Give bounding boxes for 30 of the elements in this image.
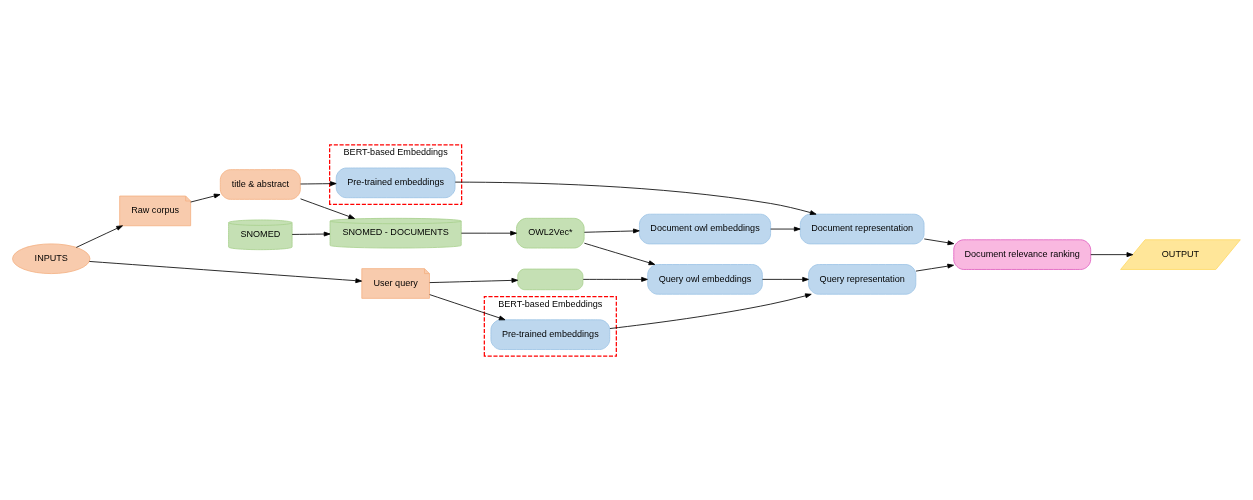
arrow xyxy=(609,292,812,329)
arrow xyxy=(300,197,355,219)
node-box: Pre-trained embeddings xyxy=(335,167,456,198)
arrow xyxy=(583,228,640,233)
arrow xyxy=(190,193,221,202)
arrow xyxy=(460,230,517,236)
arrow xyxy=(762,276,809,282)
arrow xyxy=(89,260,362,283)
arrow xyxy=(454,181,817,215)
node-ellipse: INPUTS xyxy=(12,243,91,274)
arrow xyxy=(915,263,954,271)
node-box: Pre-trained embeddings xyxy=(490,318,611,350)
arrow xyxy=(770,226,801,231)
node-box: Document representation xyxy=(799,213,925,244)
arrow xyxy=(583,242,656,265)
arrow xyxy=(1090,251,1134,257)
node-box: Document owl embeddings xyxy=(639,213,771,244)
arrow xyxy=(291,231,331,236)
node-box: title & abstract xyxy=(219,168,301,200)
arrow xyxy=(429,277,519,283)
arrow xyxy=(429,293,506,320)
arrow xyxy=(923,238,955,245)
arrow xyxy=(300,180,337,186)
node-box: Query owl embeddings xyxy=(647,263,763,295)
node-box: Query representation xyxy=(808,263,917,295)
arrow xyxy=(582,276,648,282)
arrow xyxy=(75,224,123,248)
node-box xyxy=(517,268,584,290)
node-box: Document relevance ranking xyxy=(953,238,1092,270)
node-box: OWL2Vec* xyxy=(516,217,585,248)
